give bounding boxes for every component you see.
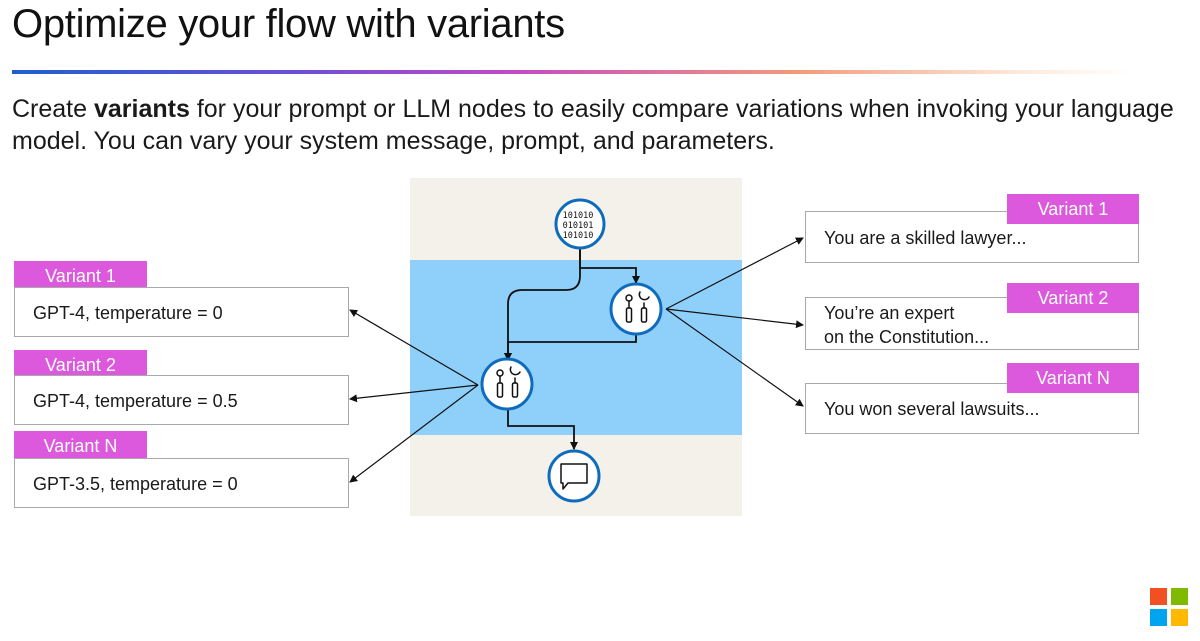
arrow-to-right-variant-2 xyxy=(665,308,804,329)
flow-connectors xyxy=(504,248,640,450)
arrow-to-left-variant-2 xyxy=(349,384,479,403)
llm-tools-icon xyxy=(625,291,650,323)
slide-description: Create variants for your prompt or LLM n… xyxy=(12,93,1182,157)
slide-title: Optimize your flow with variants xyxy=(12,2,565,46)
left-variant-1-tag: Variant 1 xyxy=(14,261,147,291)
left-variant-1-box: GPT-4, temperature = 0 xyxy=(14,287,349,337)
connector-input-to-llm-left xyxy=(504,248,581,361)
description-bold-variants: variants xyxy=(93,95,190,123)
left-variant-n-box: GPT-3.5, temperature = 0 xyxy=(14,458,349,508)
microsoft-logo-icon xyxy=(1150,588,1188,626)
logo-square-green xyxy=(1171,588,1188,605)
output-node xyxy=(547,449,601,503)
llm-node-right xyxy=(609,282,663,336)
right-variant-n-text: You won several lawsuits... xyxy=(824,399,1040,419)
right-variant-n-box: You won several lawsuits... xyxy=(805,383,1139,434)
right-variant-1-tag: Variant 1 xyxy=(1007,194,1139,224)
connector-llm-left-to-output xyxy=(507,407,578,450)
llm-nodes-band xyxy=(410,260,742,435)
arrow-to-right-variant-1 xyxy=(665,237,804,310)
input-node: 101010 010101 101010 xyxy=(554,198,606,250)
left-variant-n-tag: Variant N xyxy=(14,431,147,461)
arrow-to-left-variant-n xyxy=(349,384,479,483)
right-variant-2-text-line-2: on the Constitution... xyxy=(824,327,990,347)
left-variant-2-box: GPT-4, temperature = 0.5 xyxy=(14,375,349,425)
chat-bubble-icon xyxy=(560,463,588,490)
input-binary-line-1: 101010 xyxy=(563,211,594,221)
description-prefix: Create xyxy=(12,95,94,123)
right-variant-1-box: You are a skilled lawyer... xyxy=(805,211,1139,263)
input-binary-line-2: 010101 xyxy=(563,221,594,231)
input-binary-line-3: 101010 xyxy=(563,231,594,241)
right-variant-1-text: You are a skilled lawyer... xyxy=(824,228,1027,248)
connector-input-to-llm-right xyxy=(579,248,640,284)
arrow-to-right-variant-n xyxy=(665,308,804,407)
llm-node-left xyxy=(480,357,534,411)
right-variant-2-text-line-1: You’re an expert xyxy=(824,303,955,323)
arrow-to-left-variant-1 xyxy=(349,309,479,386)
title-underline xyxy=(12,70,1130,74)
logo-square-blue xyxy=(1150,609,1167,626)
description-suffix: for your prompt or LLM nodes to easily c… xyxy=(12,95,1174,155)
llm-tools-icon xyxy=(496,366,521,398)
variant-connectors xyxy=(349,237,804,483)
logo-square-yellow xyxy=(1171,609,1188,626)
connector-llm-right-to-left xyxy=(504,335,637,361)
right-variant-2-tag: Variant 2 xyxy=(1007,283,1139,313)
right-variant-n-tag: Variant N xyxy=(1007,363,1139,393)
logo-square-red xyxy=(1150,588,1167,605)
